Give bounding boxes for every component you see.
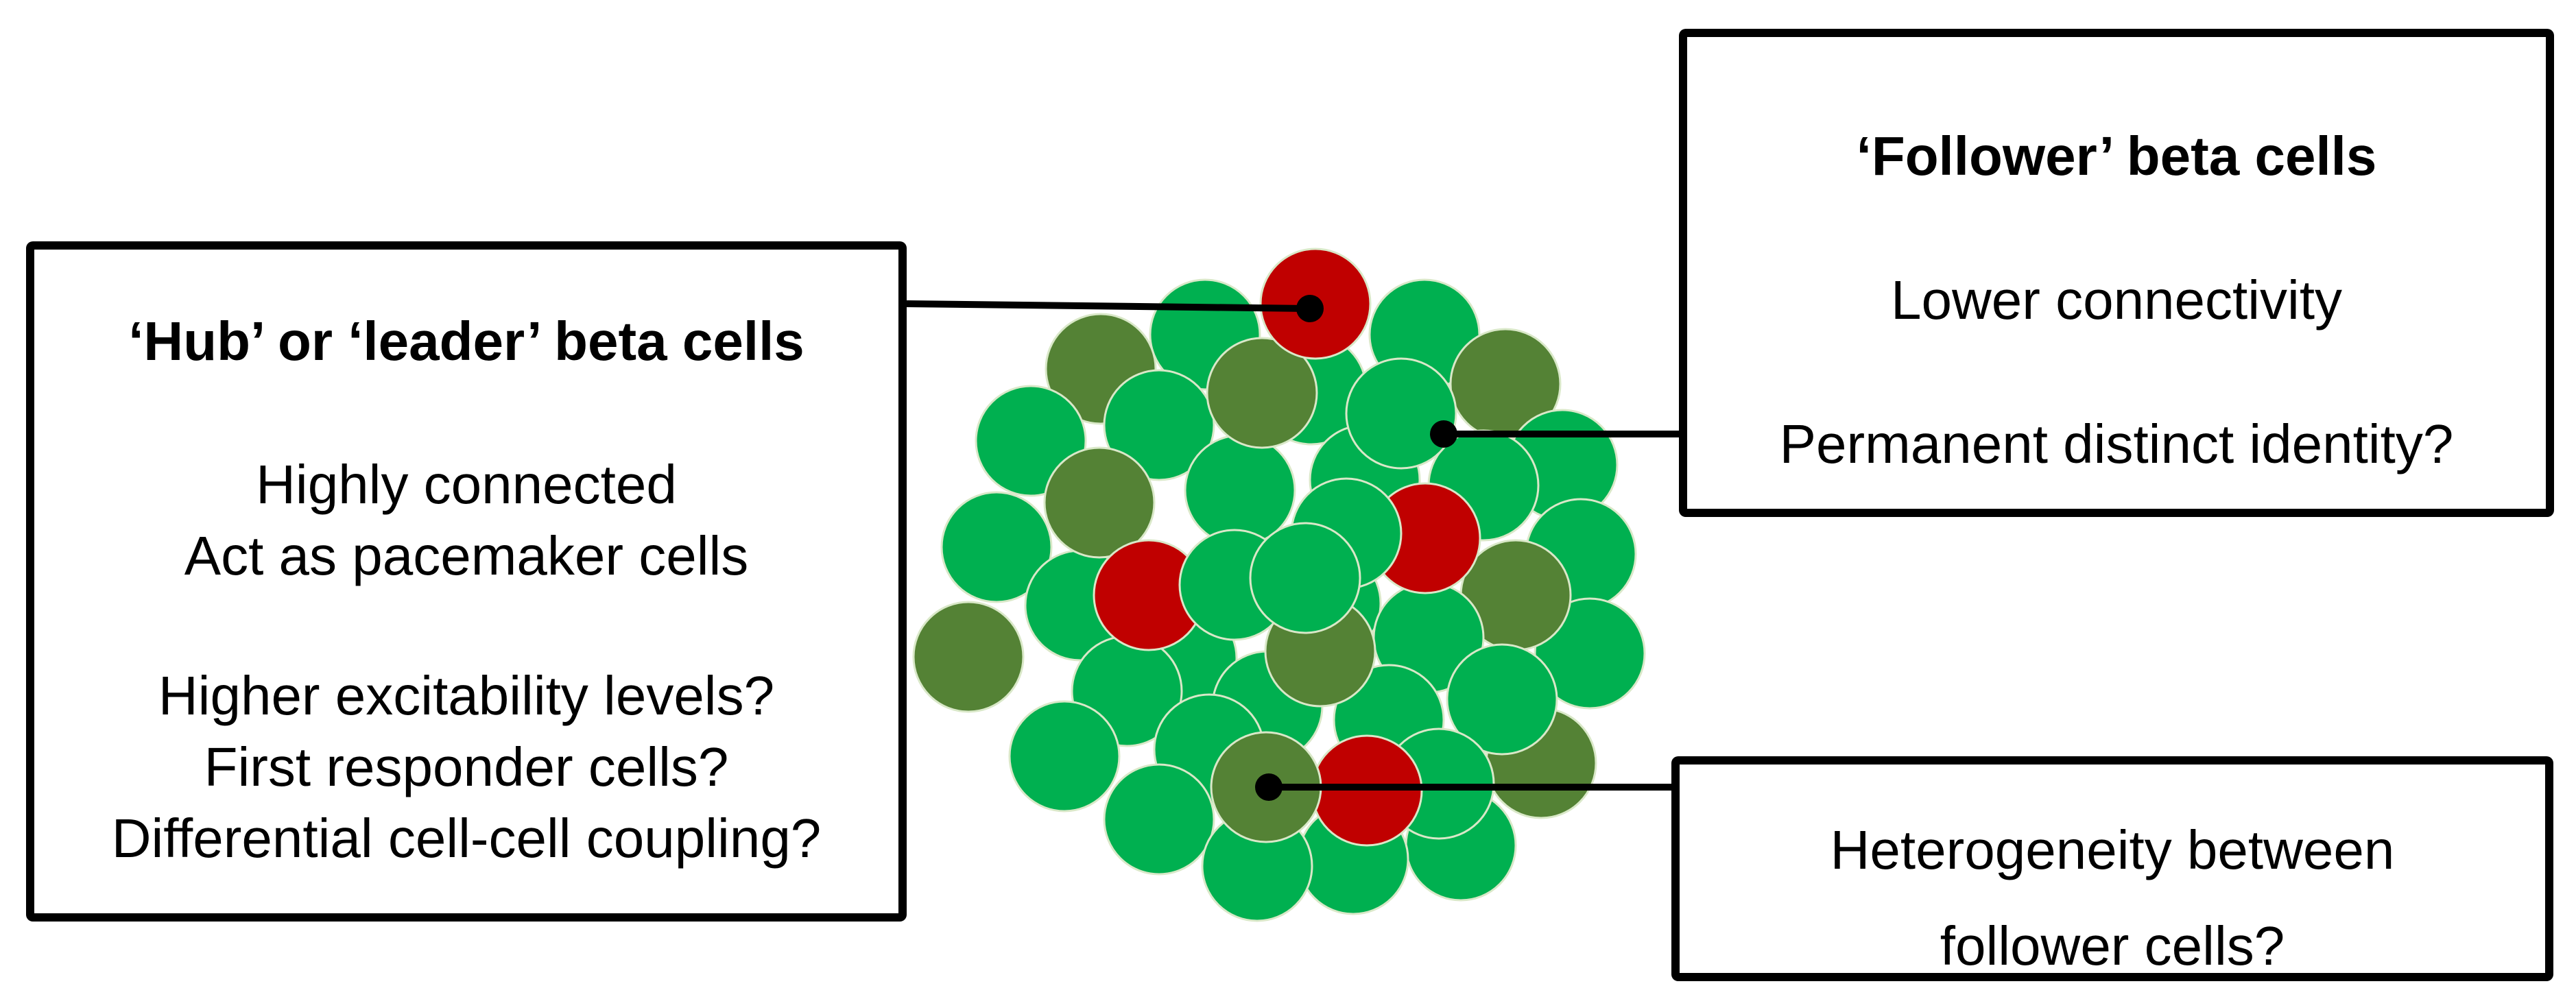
hub-cells-question: Higher excitability levels?	[158, 665, 775, 726]
follower-cells-question: Permanent distinct identity?	[1779, 413, 2454, 474]
follower-cell	[940, 491, 1053, 603]
hub-cells-box: ‘Hub’ or ‘leader’ beta cells Highly conn…	[26, 241, 907, 922]
follower-cell	[1446, 643, 1558, 756]
heterogeneity-connector-dot	[1255, 773, 1283, 801]
hub-cells-question: Differential cell-cell coupling?	[111, 808, 822, 869]
hub-cells-question: First responder cells?	[204, 736, 729, 797]
hub-connector-line	[906, 300, 1311, 312]
heterogeneity-box: Heterogeneity between follower cells?	[1671, 756, 2553, 981]
follower-cells-box: ‘Follower’ beta cells Lower connectivity…	[1679, 29, 2554, 517]
follower-cell	[1534, 597, 1646, 710]
follower-cells-text: Lower connectivity	[1890, 269, 2343, 330]
heterogeneity-text: Heterogeneity between	[1830, 819, 2395, 880]
follower-cells-title: ‘Follower’ beta cells	[1856, 125, 2377, 186]
follower-cell	[1008, 700, 1121, 813]
hub-connector-dot	[1296, 295, 1324, 322]
hub-cells-title: ‘Hub’ or ‘leader’ beta cells	[128, 311, 804, 372]
variant-follower-cell	[912, 601, 1025, 713]
follower-cell	[1103, 763, 1215, 876]
follower-cell	[1249, 522, 1361, 634]
follower-connector-dot	[1430, 420, 1457, 448]
variant-follower-cell	[1206, 337, 1318, 449]
connectors	[906, 295, 1679, 801]
follower-cell	[1103, 369, 1215, 481]
hub-cells-text: Highly connected	[256, 454, 677, 515]
variant-follower-cell	[1043, 446, 1156, 559]
heterogeneity-text: follower cells?	[1940, 915, 2285, 976]
follower-cell	[1345, 357, 1457, 470]
islet-cells	[912, 248, 1646, 922]
hub-cells-text: Act as pacemaker cells	[184, 525, 749, 586]
follower-cell	[1184, 434, 1296, 546]
